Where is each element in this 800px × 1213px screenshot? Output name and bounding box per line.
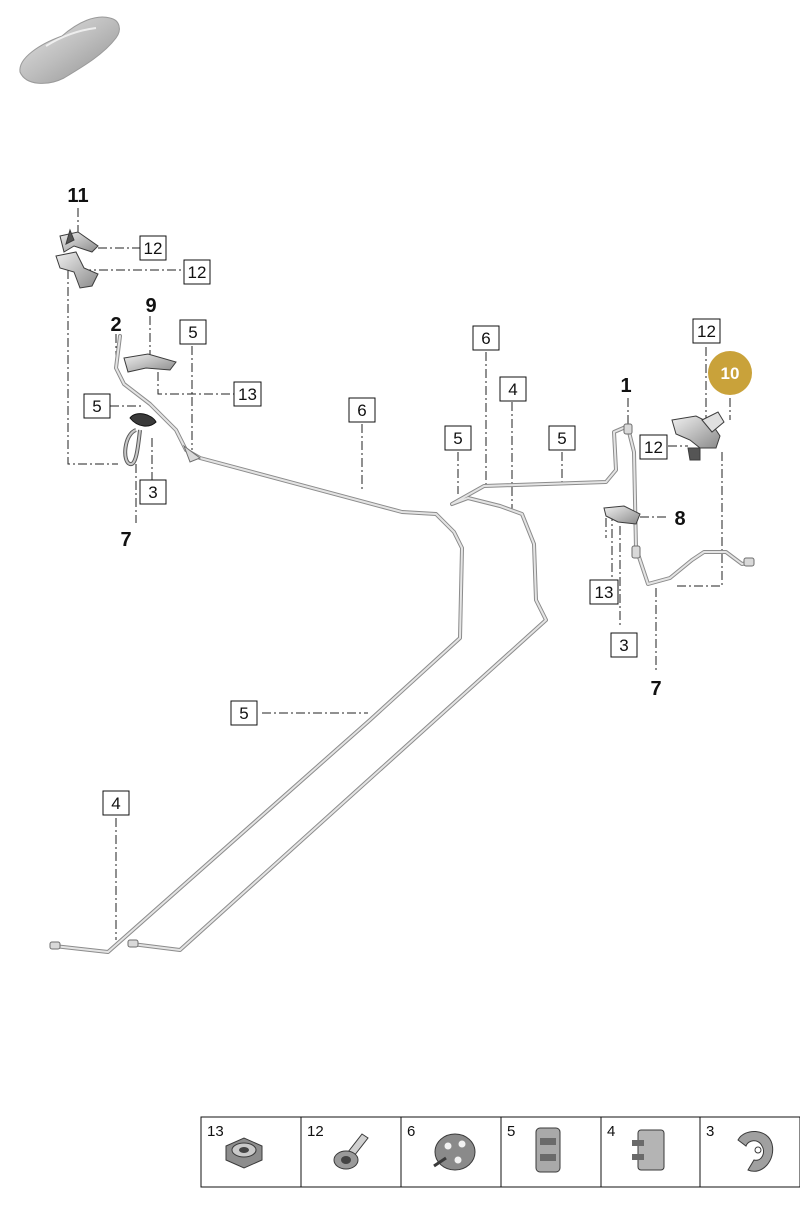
- callout-9: 9: [145, 295, 156, 317]
- svg-text:4: 4: [508, 380, 517, 399]
- ref-box-6: 6: [472, 325, 500, 351]
- pipe-clip-icon: [535, 1127, 561, 1173]
- callout-7-left: 7: [120, 529, 131, 551]
- boxed-references: 12 12 5 13 5 3 6 6: [83, 235, 721, 816]
- ref-box-12: 12: [139, 235, 167, 261]
- svg-text:5: 5: [453, 429, 462, 448]
- callout-8: 8: [674, 508, 685, 530]
- bracket-8: [603, 505, 641, 525]
- legend-cell-5: 5: [507, 1123, 561, 1173]
- svg-text:13: 13: [207, 1123, 224, 1140]
- legend-cell-12: 12: [307, 1123, 369, 1170]
- svg-text:3: 3: [619, 636, 628, 655]
- bracket-11: [55, 228, 99, 289]
- svg-text:4: 4: [111, 794, 120, 813]
- nut-icon: [225, 1137, 263, 1169]
- svg-text:5: 5: [507, 1123, 515, 1140]
- legend-cell-3: 3: [706, 1123, 774, 1172]
- svg-text:4: 4: [607, 1123, 615, 1140]
- svg-text:3: 3: [148, 483, 157, 502]
- retaining-clip-icon: [737, 1131, 774, 1172]
- svg-text:12: 12: [144, 239, 163, 258]
- highlight-label: 10: [721, 364, 740, 383]
- ref-box-13: 13: [233, 381, 262, 407]
- callout-numbers: 11 2 9 7 1 8 7: [67, 185, 685, 700]
- ref-box-5: 5: [230, 700, 258, 726]
- vehicle-silhouette-icon: [19, 16, 120, 84]
- ref-box-5: 5: [548, 425, 576, 451]
- svg-text:12: 12: [188, 263, 207, 282]
- ref-box-5: 5: [444, 425, 472, 451]
- leader-lines: [67, 208, 731, 940]
- ref-box-12: 12: [692, 318, 721, 344]
- brake-pipes: [52, 334, 754, 954]
- svg-text:5: 5: [239, 704, 248, 723]
- bracket-10: [671, 411, 725, 461]
- svg-text:6: 6: [407, 1123, 415, 1140]
- svg-text:5: 5: [557, 429, 566, 448]
- brake-hose-left: [123, 413, 157, 467]
- pipe-fittings: [49, 423, 755, 950]
- callout-11: 11: [67, 185, 88, 207]
- ref-box-12: 12: [639, 434, 668, 460]
- ref-box-4: 4: [499, 376, 527, 402]
- ref-box-3: 3: [139, 479, 167, 505]
- svg-text:5: 5: [92, 397, 101, 416]
- svg-text:13: 13: [238, 385, 257, 404]
- bolt-icon: [333, 1133, 369, 1170]
- svg-text:6: 6: [357, 401, 366, 420]
- ref-box-12: 12: [183, 259, 211, 285]
- callout-2: 2: [110, 314, 121, 336]
- ref-box-13: 13: [589, 579, 619, 605]
- svg-text:5: 5: [188, 323, 197, 342]
- ref-box-4: 4: [102, 790, 130, 816]
- ref-box-3: 3: [610, 632, 638, 658]
- svg-text:12: 12: [644, 438, 663, 457]
- svg-text:6: 6: [481, 329, 490, 348]
- ref-box-5: 5: [83, 393, 111, 419]
- ref-box-6: 6: [348, 397, 376, 423]
- double-clip-icon: [632, 1129, 665, 1171]
- small-parts-legend: 13 12 6: [200, 1116, 800, 1188]
- svg-text:12: 12: [307, 1123, 324, 1140]
- legend-cell-4: 4: [607, 1123, 665, 1171]
- ref-box-5: 5: [179, 319, 207, 345]
- bracket-9: [123, 353, 177, 373]
- svg-text:12: 12: [697, 322, 716, 341]
- highlighted-part-10[interactable]: 10: [708, 351, 752, 395]
- grommet-icon: [433, 1133, 476, 1171]
- legend-cell-13: 13: [207, 1123, 263, 1169]
- svg-text:13: 13: [595, 583, 614, 602]
- callout-7-right: 7: [650, 678, 661, 700]
- callout-1: 1: [620, 375, 631, 397]
- svg-text:3: 3: [706, 1123, 714, 1140]
- legend-cell-6: 6: [407, 1123, 476, 1171]
